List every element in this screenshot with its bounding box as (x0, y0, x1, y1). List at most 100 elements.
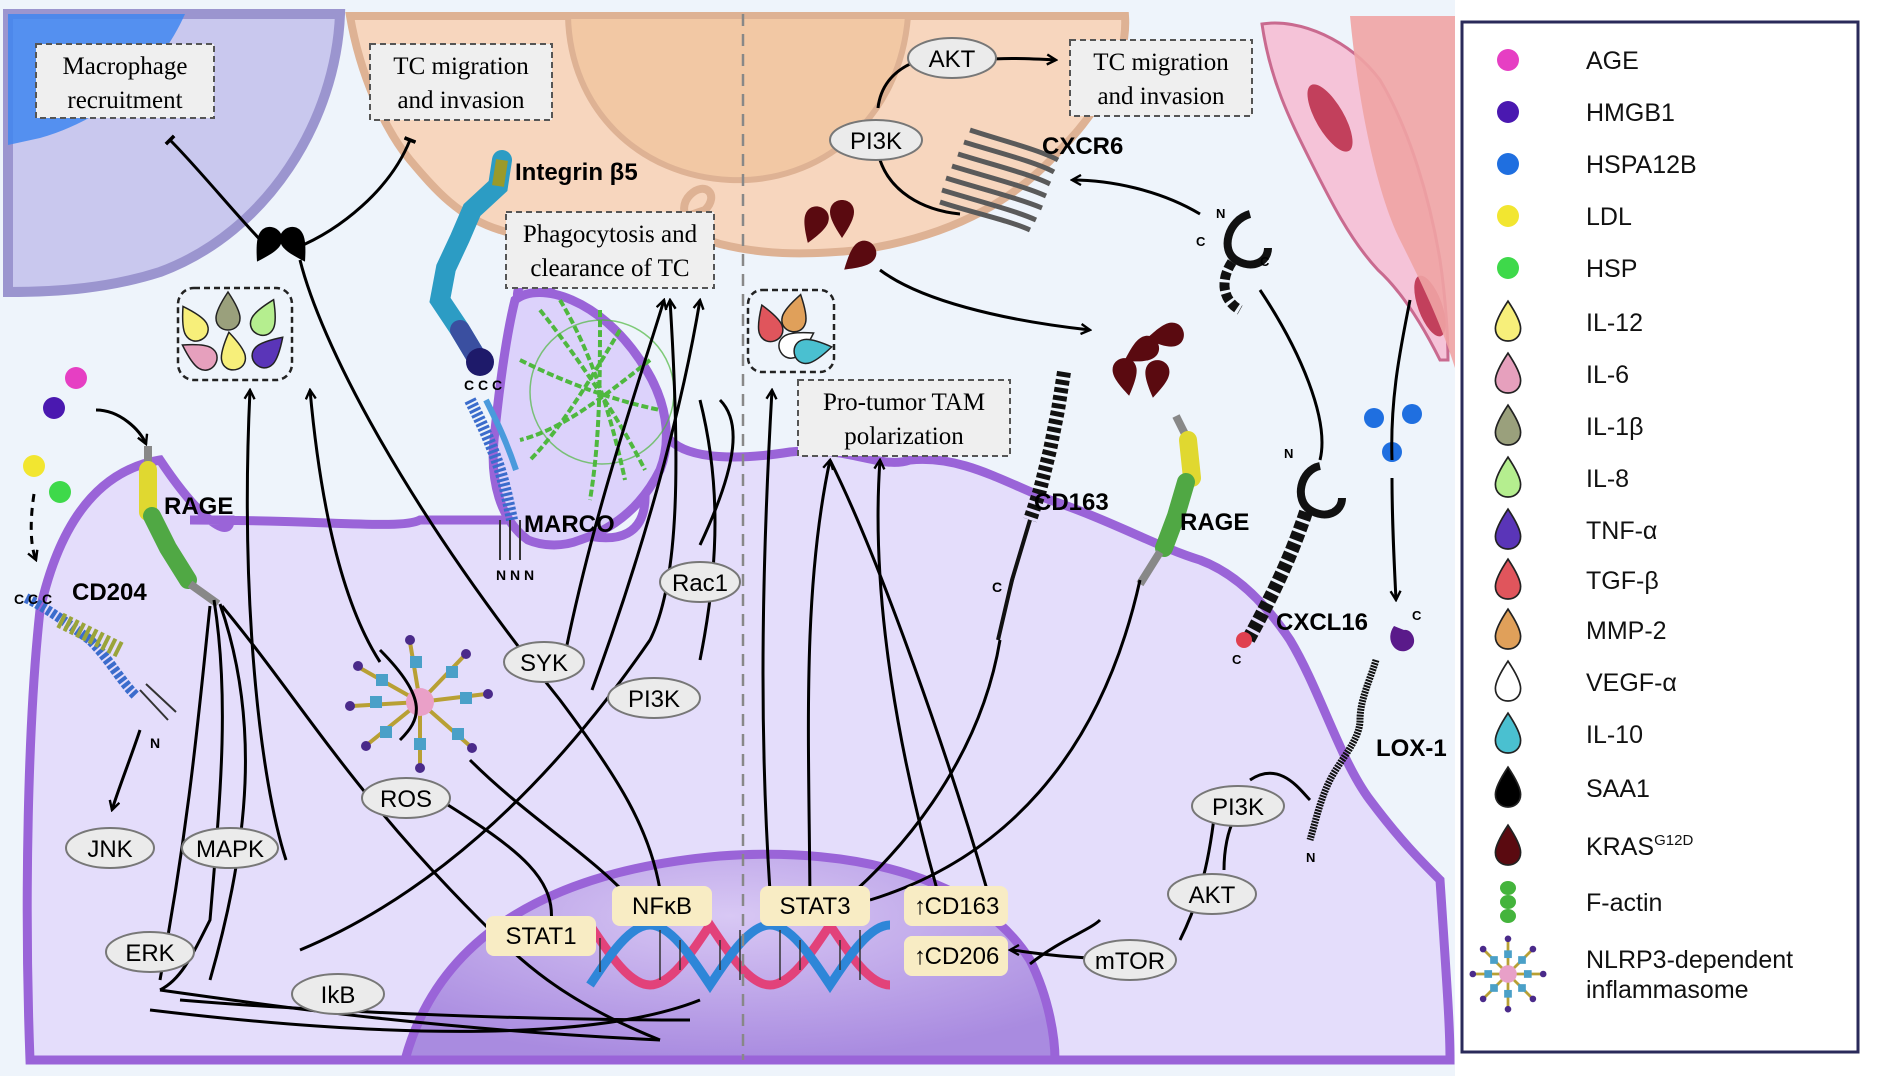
cd204-receptor: C C C N CD204 (14, 579, 177, 751)
legend-dot-icon (1497, 153, 1519, 175)
legend-item-mmp-2: MMP-2 (1494, 607, 1667, 650)
legend-label: VEGF-α (1586, 669, 1677, 697)
svg-text:C C C: C C C (14, 591, 52, 607)
legend-drop-icon (1494, 299, 1522, 342)
svg-text:PI3K: PI3K (1212, 794, 1264, 821)
legend-label: IL-8 (1586, 465, 1629, 493)
tf-stat1: STAT1 (486, 916, 596, 956)
svg-text:MARCO: MARCO (524, 511, 615, 538)
saa1-drops (256, 226, 306, 262)
legend-item-il-1-: IL-1β (1494, 403, 1643, 446)
endothelial-nucleus (1414, 275, 1446, 337)
svg-text:NFκB: NFκB (632, 893, 692, 920)
rage-receptor-right: RAGE (1136, 414, 1249, 587)
svg-text:MAPK: MAPK (196, 836, 264, 863)
rage-receptor-left: RAGE (139, 446, 233, 608)
tf-stat3: STAT3 (760, 886, 870, 926)
svg-text:Pro-tumor TAM: Pro-tumor TAM (823, 389, 985, 416)
legend-label: NLRP3-dependent (1586, 946, 1793, 974)
svg-text:CXCL16: CXCL16 (1276, 609, 1368, 636)
legend-dot-icon (1497, 49, 1519, 71)
nlrp3-inflammasome (345, 635, 493, 773)
legend-item-tgf-: TGF-β (1494, 557, 1659, 600)
legend-dot-icon (1497, 101, 1519, 123)
cytokine-cluster-right (746, 288, 836, 374)
svg-text:C: C (1260, 254, 1270, 269)
legend-item-age: AGE (1497, 47, 1639, 75)
svg-text:N: N (1216, 206, 1225, 221)
legend-label: AGE (1586, 47, 1639, 75)
legend-label-line2: inflammasome (1586, 976, 1749, 1004)
legend-factin-bead-icon (1500, 881, 1516, 895)
legend-label: IL-1β (1586, 413, 1643, 441)
svg-text:AKT: AKT (1189, 882, 1236, 909)
svg-text:CXCR6: CXCR6 (1042, 133, 1123, 160)
gene-cd206-up: ↑ CD206 (904, 936, 1008, 976)
kras-drops (804, 200, 1184, 398)
svg-text:N N N: N N N (496, 567, 534, 583)
gene-cd163-up: ↑ CD163 (904, 886, 1008, 926)
legend-drop-icon (1494, 351, 1522, 394)
svg-text:TC migration: TC migration (393, 53, 529, 80)
svg-text:IkB: IkB (321, 982, 356, 1009)
svg-text:↑: ↑ (914, 943, 926, 970)
svg-text:JNK: JNK (87, 836, 132, 863)
blood-vessel (1350, 16, 1455, 368)
signal-node-mapk: MAPK (181, 827, 279, 869)
svg-text:SYK: SYK (520, 650, 568, 677)
svg-text:C: C (1412, 608, 1422, 623)
signal-node-jnk: JNK (65, 827, 155, 869)
signal-node-akt-right: AKT (1167, 873, 1257, 915)
cd163-receptor: C CD163 (992, 370, 1109, 641)
signal-node-pi3k-right: PI3K (1191, 785, 1285, 827)
legend-label: TGF-β (1586, 567, 1659, 595)
marco-receptor: C C C N N N MARCO (464, 377, 615, 583)
annotation-pro-tumor-polarization: Pro-tumor TAM polarization (797, 379, 1011, 457)
svg-text:mTOR: mTOR (1095, 948, 1165, 975)
svg-text:AKT: AKT (929, 46, 976, 73)
svg-text:N: N (1284, 446, 1293, 461)
legend-label: IL-10 (1586, 721, 1643, 749)
endothelial-nucleus (1307, 84, 1353, 152)
signal-node-ikb: IkB (291, 973, 385, 1015)
svg-text:ERK: ERK (125, 940, 174, 967)
legend-factin-bead-icon (1500, 909, 1516, 923)
legend-drop-icon (1494, 765, 1522, 808)
svg-text:and invasion: and invasion (1097, 83, 1225, 110)
legend-inflammasome-icon (1469, 935, 1547, 1013)
svg-text:recruitment: recruitment (67, 87, 182, 114)
svg-text:Phagocytosis and: Phagocytosis and (523, 221, 698, 248)
legend-dot-icon (1497, 205, 1519, 227)
svg-text:C: C (1232, 652, 1242, 667)
svg-text:CD163: CD163 (1034, 489, 1109, 516)
svg-text:STAT1: STAT1 (505, 923, 576, 950)
cxcr6-receptor: CXCR6 (939, 127, 1123, 233)
svg-text:RAGE: RAGE (1180, 509, 1249, 536)
signal-node-pi3k-top: PI3K (829, 119, 923, 161)
tf-nfkb: NFκB (612, 886, 712, 926)
legend-item-il-8: IL-8 (1494, 455, 1629, 498)
signal-node-akt-top: AKT (907, 37, 997, 79)
legend-drop-icon (1494, 557, 1522, 600)
svg-text:Macrophage: Macrophage (63, 53, 188, 80)
svg-text:polarization: polarization (844, 423, 964, 450)
integrin-beta5-receptor: Integrin β5 (429, 150, 638, 376)
annotation-macrophage-recruitment: Macrophage recruitment (35, 43, 215, 119)
svg-text:C: C (1196, 234, 1206, 249)
annotation-phagocytosis: Phagocytosis and clearance of TC (505, 211, 715, 289)
cytokine-cluster-left (176, 286, 294, 382)
svg-text:clearance of TC: clearance of TC (530, 255, 689, 282)
legend-item-vegf-: VEGF-α (1494, 659, 1677, 702)
legend-dot-icon (1497, 257, 1519, 279)
svg-text:CD206: CD206 (925, 943, 1000, 970)
legend-drop-icon (1494, 507, 1522, 550)
legend-label: IL-12 (1586, 309, 1643, 337)
legend-label: TNF-α (1586, 517, 1657, 545)
svg-text:and invasion: and invasion (397, 87, 525, 114)
svg-text:RAGE: RAGE (164, 493, 233, 520)
legend-panel: AGEHMGB1HSPA12BLDLHSPIL-12IL-6IL-1βIL-8T… (1460, 20, 1860, 1054)
legend-factin-bead-icon (1500, 895, 1516, 909)
svg-text:C: C (992, 579, 1002, 595)
